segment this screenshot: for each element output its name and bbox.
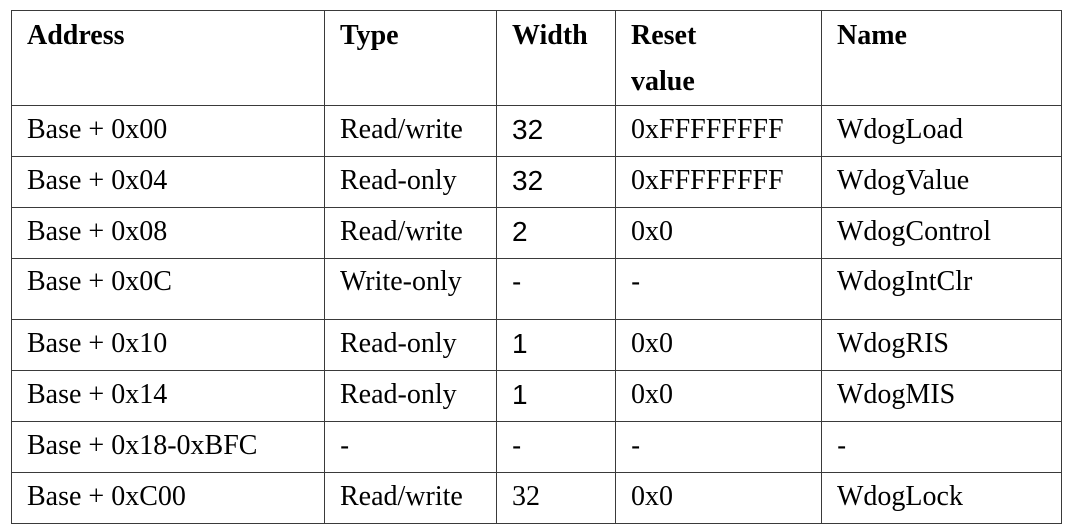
cell-address: Base + 0x14	[11, 370, 325, 422]
cell-name: WdogMIS	[821, 370, 1062, 422]
header-name: Name	[821, 10, 1062, 106]
cell-name: WdogValue	[821, 156, 1062, 208]
table-row: Base + 0x14 Read-only 1 0x0 WdogMIS	[11, 370, 1062, 422]
table-row: Base + 0x00 Read/write 32 0xFFFFFFFF Wdo…	[11, 105, 1062, 157]
cell-name: WdogControl	[821, 207, 1062, 259]
cell-reset-value: -	[615, 421, 822, 473]
table-row: Base + 0x18-0xBFC - - - -	[11, 421, 1062, 473]
table-row: Base + 0x08 Read/write 2 0x0 WdogControl	[11, 207, 1062, 259]
table-row: Base + 0x04 Read-only 32 0xFFFFFFFF Wdog…	[11, 156, 1062, 208]
table-row: Base + 0x10 Read-only 1 0x0 WdogRIS	[11, 319, 1062, 371]
header-type: Type	[324, 10, 497, 106]
cell-reset-value: 0xFFFFFFFF	[615, 105, 822, 157]
cell-name: WdogIntClr	[821, 258, 1062, 320]
header-address: Address	[11, 10, 325, 106]
cell-type: Read/write	[324, 105, 497, 157]
cell-width: -	[496, 258, 616, 320]
cell-width: 32	[496, 156, 616, 208]
cell-reset-value: 0x0	[615, 319, 822, 371]
cell-reset-value: 0xFFFFFFFF	[615, 156, 822, 208]
cell-width: 1	[496, 319, 616, 371]
cell-address: Base + 0x04	[11, 156, 325, 208]
cell-width: 1	[496, 370, 616, 422]
cell-name: WdogLock	[821, 472, 1062, 524]
cell-reset-value: 0x0	[615, 472, 822, 524]
cell-address: Base + 0x0C	[11, 258, 325, 320]
cell-type: Read-only	[324, 156, 497, 208]
cell-address: Base + 0xC00	[11, 472, 325, 524]
cell-name: WdogRIS	[821, 319, 1062, 371]
cell-type: Write-only	[324, 258, 497, 320]
cell-type: Read/write	[324, 472, 497, 524]
cell-reset-value: 0x0	[615, 370, 822, 422]
cell-address: Base + 0x18-0xBFC	[11, 421, 325, 473]
table-header-row: Address Type Width Reset value Name	[11, 10, 1062, 106]
cell-type: -	[324, 421, 497, 473]
cell-address: Base + 0x08	[11, 207, 325, 259]
cell-address: Base + 0x10	[11, 319, 325, 371]
cell-type: Read-only	[324, 370, 497, 422]
cell-width: 32	[496, 105, 616, 157]
cell-width: 2	[496, 207, 616, 259]
cell-reset-value: 0x0	[615, 207, 822, 259]
register-table: Address Type Width Reset value Name Base…	[11, 10, 1062, 524]
table-row: Base + 0xC00 Read/write 32 0x0 WdogLock	[11, 472, 1062, 524]
cell-type: Read-only	[324, 319, 497, 371]
cell-width: -	[496, 421, 616, 473]
table-row: Base + 0x0C Write-only - - WdogIntClr	[11, 258, 1062, 320]
cell-name: -	[821, 421, 1062, 473]
cell-reset-value: -	[615, 258, 822, 320]
header-width: Width	[496, 10, 616, 106]
cell-name: WdogLoad	[821, 105, 1062, 157]
cell-width: 32	[496, 472, 616, 524]
header-reset-value: Reset value	[615, 10, 822, 106]
cell-address: Base + 0x00	[11, 105, 325, 157]
cell-type: Read/write	[324, 207, 497, 259]
